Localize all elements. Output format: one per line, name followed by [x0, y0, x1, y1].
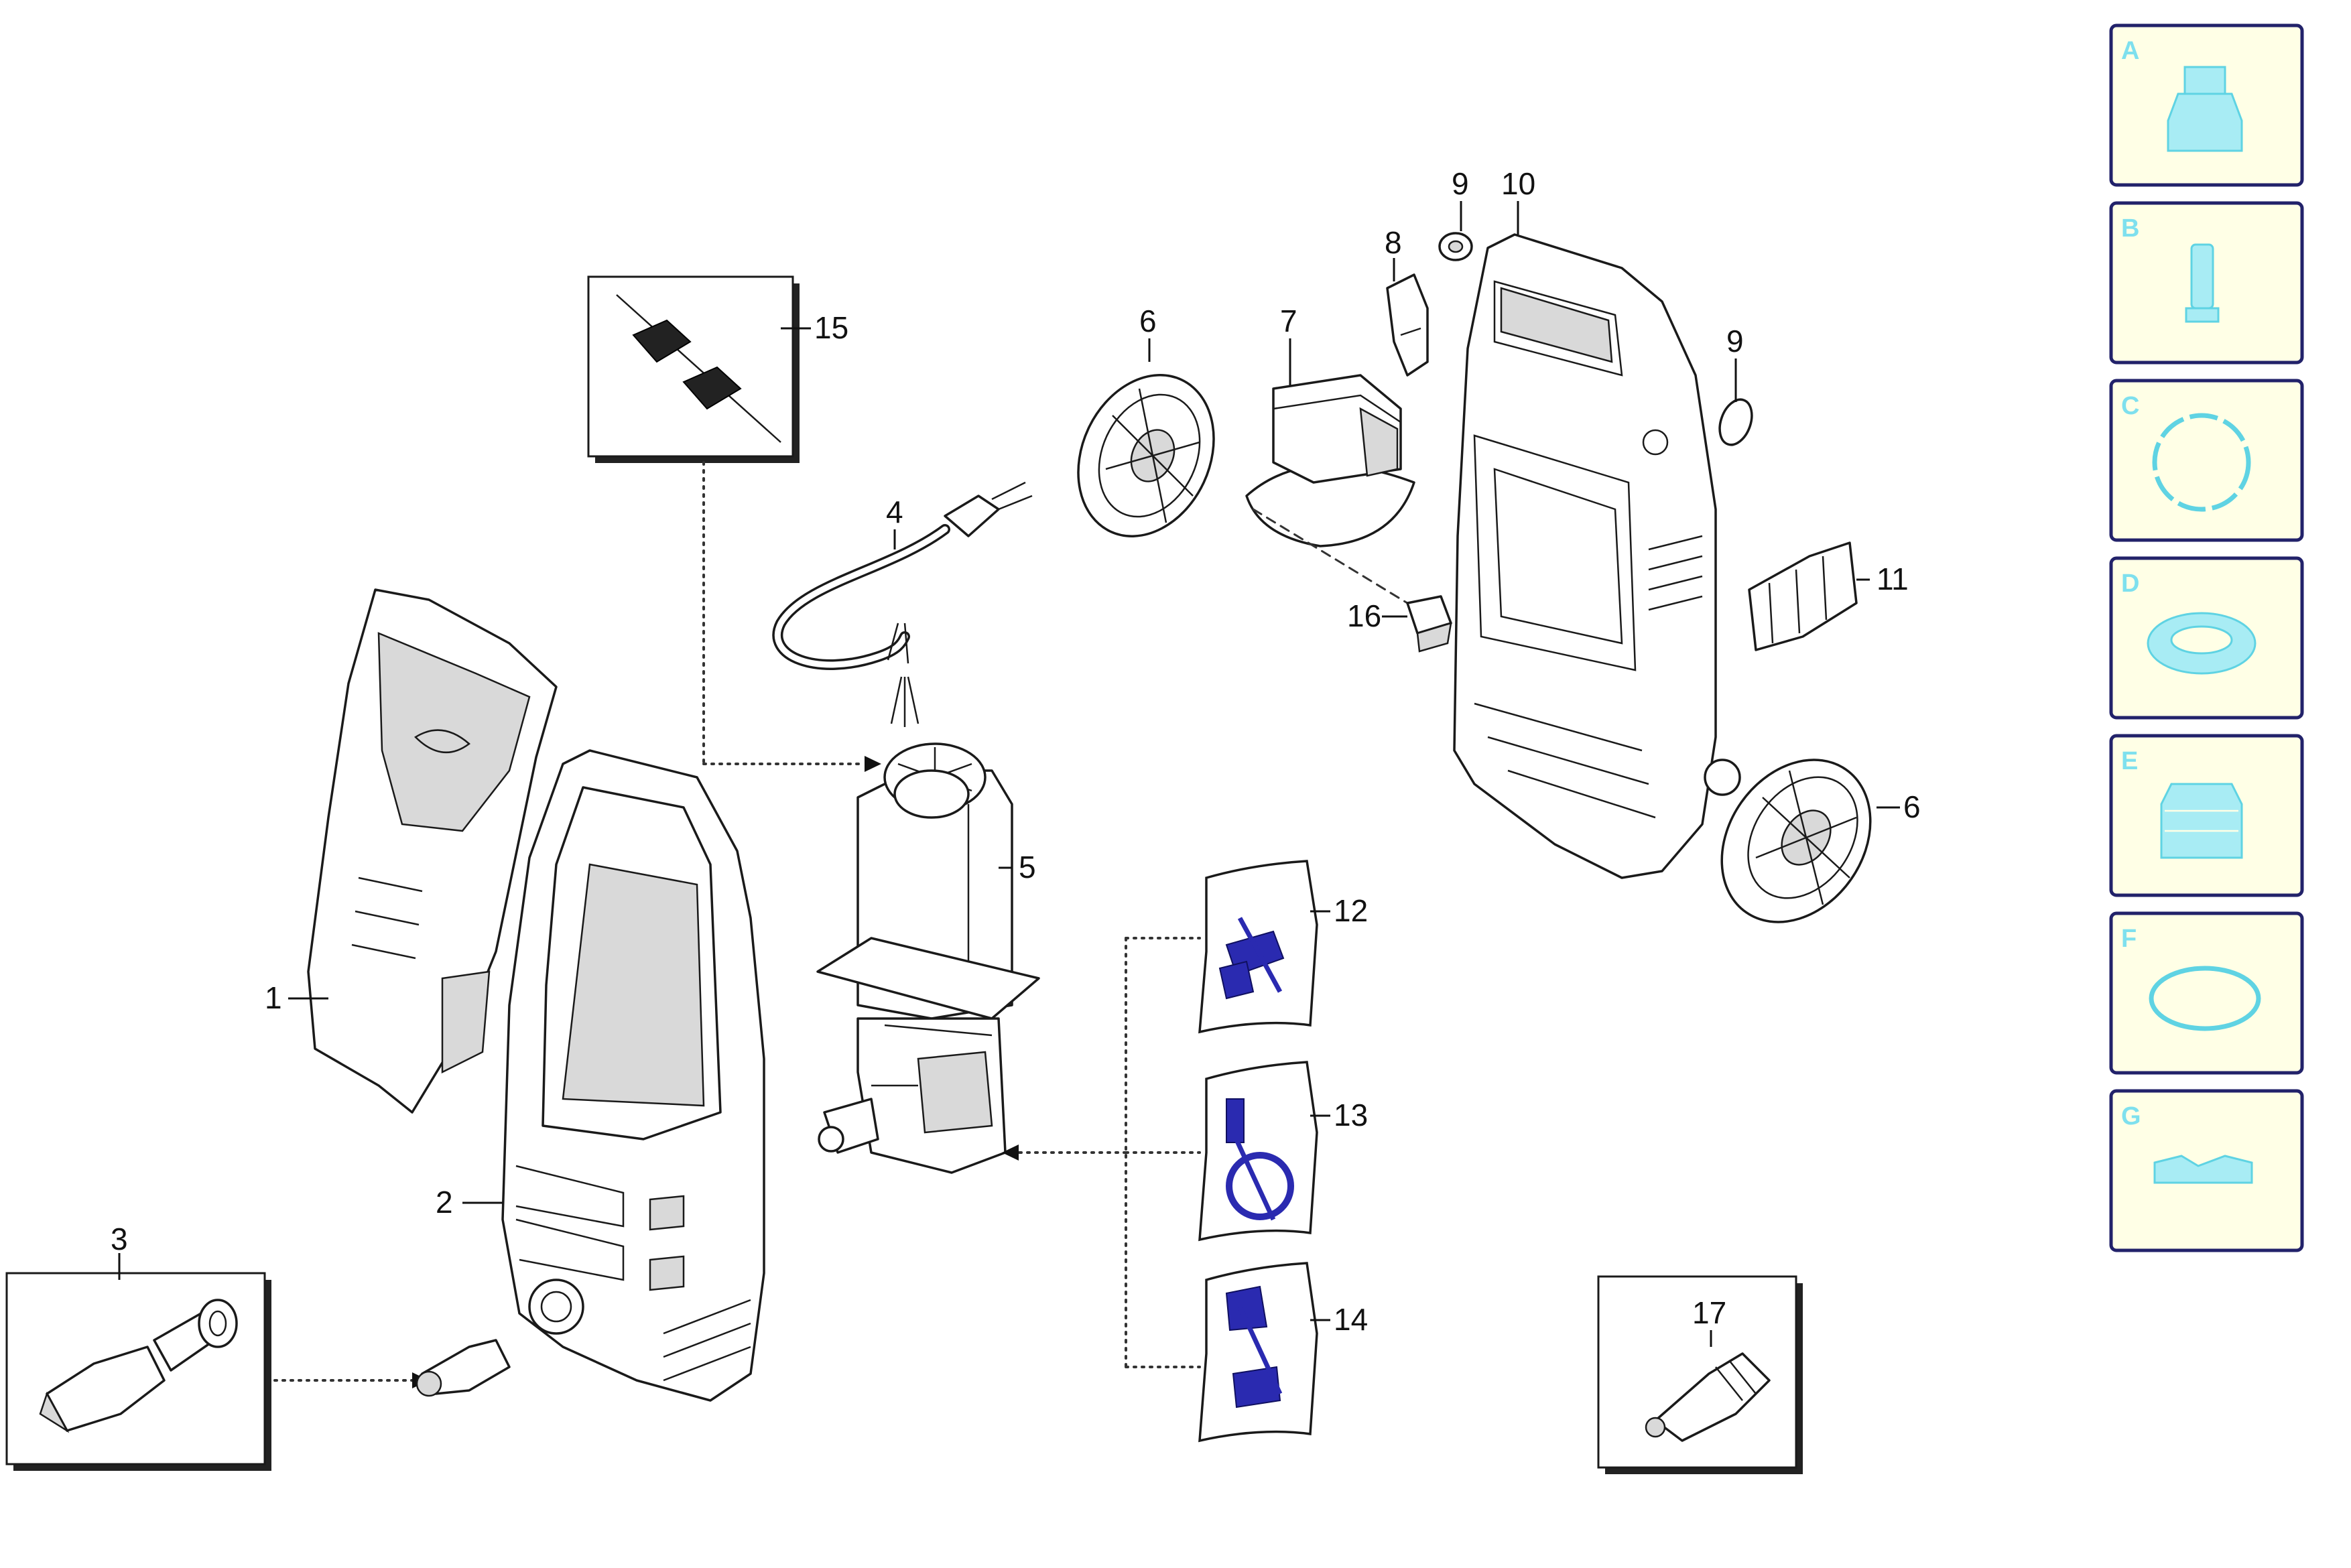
- legend-letter-g: G: [2121, 1102, 2141, 1130]
- part-front-handle-cover: [307, 588, 558, 1114]
- legend-panel-a: A: [2109, 23, 2304, 187]
- callout-2: 2: [436, 1185, 453, 1220]
- callout-10: 10: [1501, 166, 1535, 201]
- callout-12: 12: [1334, 893, 1368, 928]
- legend-letter-c: C: [2121, 392, 2139, 420]
- inset-box-coupling-kit: [5, 1272, 271, 1471]
- legend-panel-f: F: [2109, 911, 2304, 1075]
- legend-letter-b: B: [2121, 214, 2139, 243]
- part-wheel-upper: [1077, 374, 1215, 537]
- part-wheel-lower: [1720, 759, 1872, 923]
- part-motor-pump-unit: [816, 742, 1040, 1174]
- inset-box-quick-coupling: [1597, 1275, 1803, 1474]
- callout-13: 13: [1334, 1098, 1368, 1132]
- part-rear-housing: [1453, 233, 1741, 879]
- callout-15: 15: [814, 310, 848, 345]
- part-seal-ring-upper-core: [1448, 240, 1464, 253]
- callout-6-upper: 6: [1139, 304, 1157, 338]
- callout-11: 11: [1877, 562, 1909, 596]
- part-cord-bracket: [1748, 541, 1858, 651]
- part-power-cord: [772, 481, 1033, 727]
- kit-bag-13: [1198, 1061, 1318, 1242]
- callout-1: 1: [265, 980, 282, 1015]
- legend-letter-d: D: [2121, 570, 2139, 598]
- leader-switch-to-16: [1252, 508, 1409, 604]
- part-seal-ring-side: [1718, 398, 1753, 446]
- part-switch-clip: [1406, 595, 1452, 653]
- legend-panel-c: C: [2109, 379, 2304, 542]
- callout-17: 17: [1692, 1295, 1726, 1330]
- callout-6-lower: 6: [1903, 789, 1921, 824]
- legend-letter-e: E: [2121, 747, 2138, 775]
- legend-panel-e: E: [2109, 734, 2304, 897]
- callout-4: 4: [886, 495, 903, 529]
- callout-9-upper: 9: [1452, 166, 1469, 201]
- callout-8: 8: [1385, 225, 1402, 260]
- part-main-housing: [501, 749, 765, 1402]
- callout-7: 7: [1280, 304, 1297, 338]
- callout-3: 3: [111, 1222, 128, 1256]
- part-clip: [1386, 273, 1429, 377]
- callout-16: 16: [1347, 598, 1381, 633]
- legend-letter-f: F: [2121, 925, 2137, 953]
- kit-bag-12: [1198, 860, 1318, 1034]
- legend-letter-a: A: [2121, 37, 2139, 65]
- part-outlet-nipple: [416, 1339, 511, 1397]
- legend-panel-b: B: [2109, 201, 2304, 365]
- arrow-head-kits: [1002, 1145, 1019, 1161]
- callout-5: 5: [1019, 850, 1036, 885]
- callout-14: 14: [1334, 1302, 1368, 1337]
- inset-box-carbon-brushes: [587, 275, 800, 463]
- kit-legend: A B C D E F: [2109, 23, 2304, 1252]
- arrow-head-brushes: [865, 756, 881, 772]
- kit-bag-14: [1198, 1262, 1318, 1443]
- legend-panel-g: G: [2109, 1089, 2304, 1252]
- callout-9-side: 9: [1726, 324, 1744, 358]
- part-switch-box: [1245, 374, 1415, 547]
- legend-panel-d: D: [2109, 556, 2304, 720]
- callout-leaders: [118, 201, 1900, 1347]
